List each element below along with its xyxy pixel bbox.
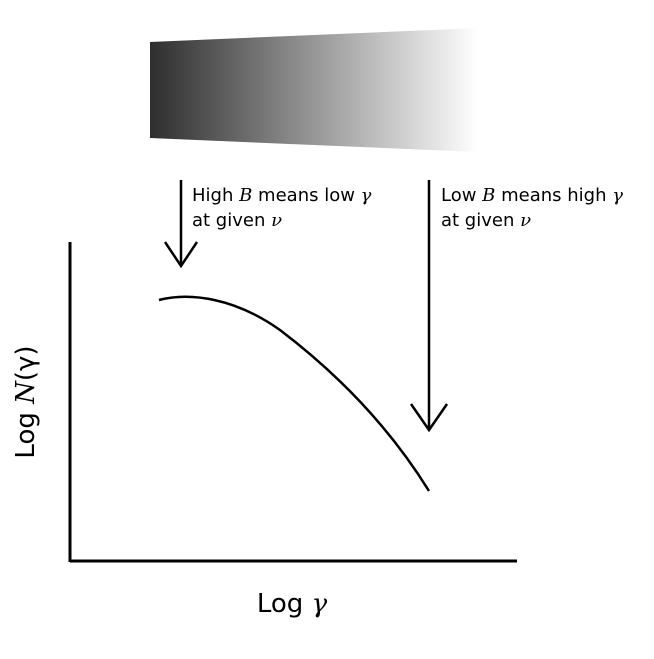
magnetic-field-gradient-wedge [150, 28, 478, 152]
y-axis-label: Log N(γ) [11, 345, 41, 458]
left-annotation-line2: at given ν [192, 210, 282, 231]
left-arrow [163, 180, 199, 269]
distribution-curve [158, 295, 431, 492]
right-arrow [409, 180, 449, 433]
x-axis-label: Log γ [257, 589, 328, 619]
right-annotation-line2: at given ν [441, 210, 531, 231]
axes [68, 242, 517, 563]
right-annotation-line1: Low B means high γ [441, 185, 623, 206]
left-annotation-line1: High B means low γ [192, 185, 372, 206]
